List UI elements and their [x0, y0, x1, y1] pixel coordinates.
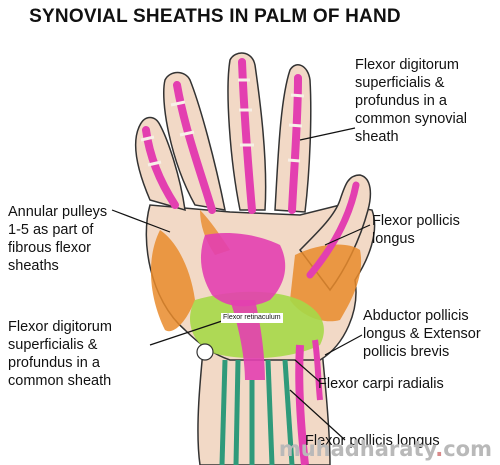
pisiform-bone	[196, 343, 214, 361]
middle-finger-sheath	[173, 81, 216, 214]
label-apl-epb: Abductor pollicis longus & Extensor poll…	[363, 308, 481, 360]
label-fds-fdp-common-sheath: Flexor digitorum superficialis & profund…	[8, 319, 112, 389]
label-flexor-pollicis-longus-lower: Flexor pollicis longus	[305, 433, 440, 449]
label-annular-pulleys: Annular pulleys 1-5 as part of fibrous f…	[8, 204, 108, 274]
thenar-muscle	[290, 244, 362, 322]
hypothenar-muscle	[150, 230, 195, 332]
fpl-tendon-lower	[295, 344, 309, 465]
label-flexor-carpi-radialis: Flexor carpi radialis	[318, 376, 444, 392]
forearm-tendons	[219, 359, 295, 465]
watermark: muhadharaty.com	[279, 437, 492, 461]
annular-pulleys	[140, 78, 305, 167]
watermark-dot: .	[435, 437, 444, 461]
label-flexor-pollicis-longus-upper: Flexor pollicis longus	[372, 213, 460, 247]
thumb-sheath	[306, 181, 360, 279]
diagram-title: SYNOVIAL SHEATHS IN PALM OF HAND	[29, 6, 401, 27]
watermark-text-main: muhadharaty	[278, 437, 436, 461]
little-finger-sheath	[288, 74, 302, 214]
label-fds-fdp-synovial-sheath: Flexor digitorum superficialis & profund…	[355, 57, 468, 145]
label-flexor-retinaculum: Flexor retinaculum	[221, 313, 283, 323]
watermark-text-suffix: com	[443, 437, 492, 461]
leader-lines	[111, 127, 371, 441]
common-palm-sheath	[200, 233, 286, 307]
fcr-tendon	[312, 339, 323, 401]
